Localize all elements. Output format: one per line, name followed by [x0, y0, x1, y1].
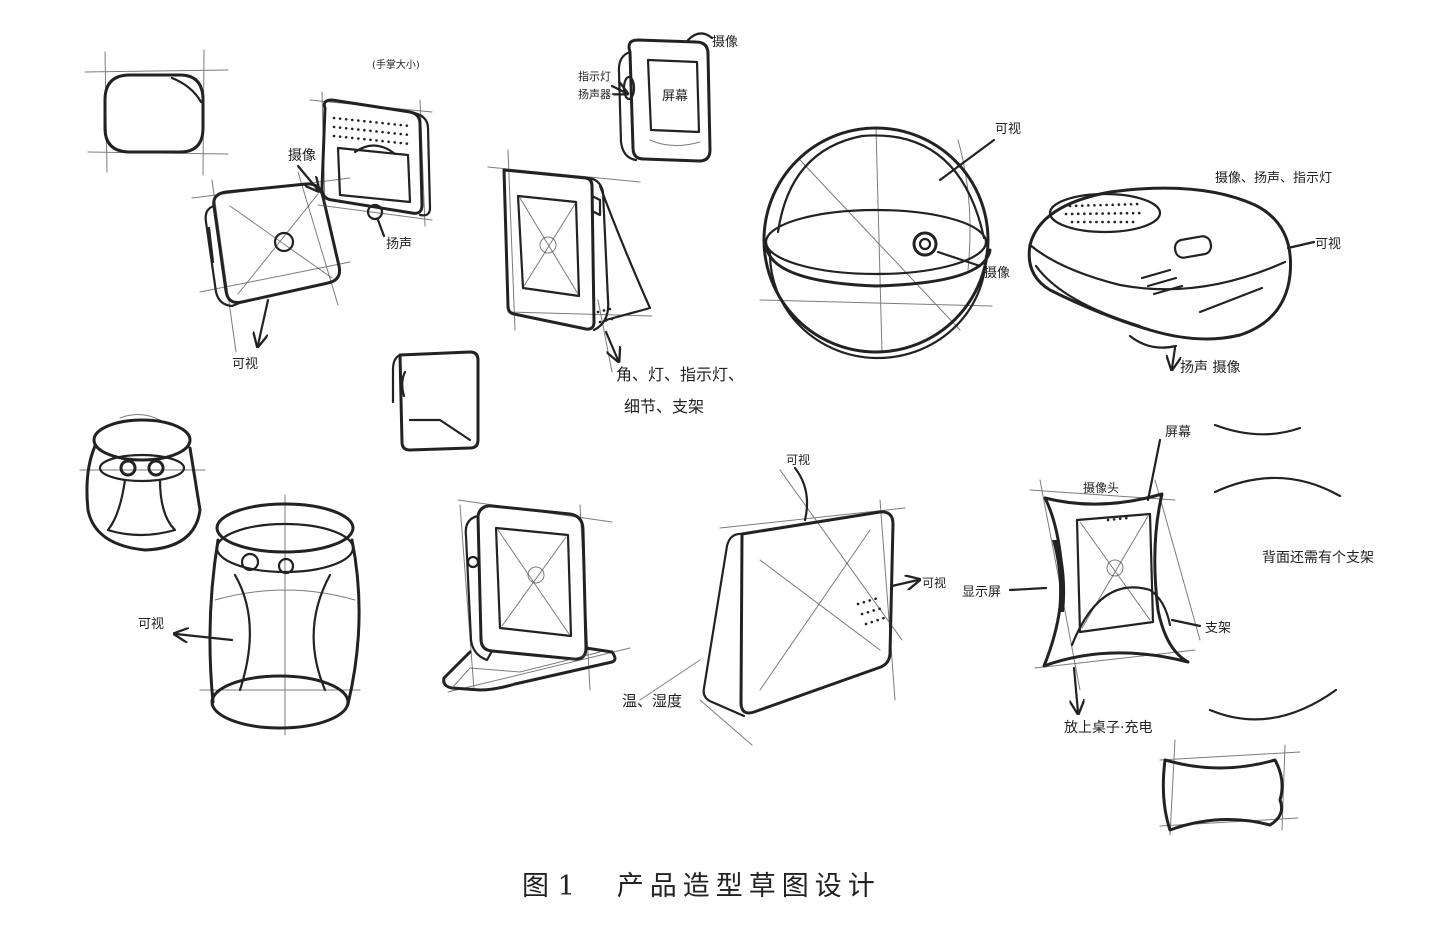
annotation-visible-4: 可视 [138, 617, 164, 632]
sketch-rounded-square [84, 49, 229, 176]
annotation-speaker-1: 扬声 [386, 237, 412, 252]
annotation-speaker-2: 扬声器 [578, 87, 611, 101]
figure-caption: 图 1 产品造型草图设计 [522, 864, 881, 903]
sketch-barrel-device [176, 494, 361, 736]
sketch-cup-device [79, 414, 206, 552]
sketch-pebble-device [1027, 186, 1316, 368]
sketch-right-partial [1159, 423, 1342, 836]
sketch-camera-back-unit [309, 91, 433, 238]
annotation-visible-2: 可视 [995, 122, 1021, 137]
annotation-screen-2: 屏幕 [1165, 425, 1191, 440]
annotation-camera-3: 摄像 [984, 266, 1010, 281]
annotation-visible-1: 可视 [232, 357, 258, 372]
annotation-visible-5: 可视 [786, 452, 810, 467]
sketch-sphere-device [759, 126, 996, 360]
annotation-palm-size: (手掌大小) [372, 58, 420, 71]
sketch-curved-frame [1008, 438, 1202, 712]
annotation-camera-4: 摄像头 [1083, 480, 1119, 495]
sketch-tilted-tablet [191, 164, 351, 353]
annotation-indicator: 指示灯 [578, 69, 611, 83]
sketch-frame-with-stand [487, 149, 653, 373]
annotation-camera-2: 摄像 [712, 35, 738, 50]
annotation-back-note: 背面还需有个支架 [1262, 550, 1374, 566]
sketch-wedge-device [639, 466, 918, 746]
annotation-bottom-note: 扬声 摄像 [1180, 360, 1240, 376]
annotation-details-1: 角、灯、指示灯、 [616, 365, 744, 384]
annotation-charge: 放上桌子·充电 [1064, 720, 1152, 736]
annotation-humidity: 温、湿度 [622, 692, 682, 710]
annotation-visible-6: 可视 [922, 575, 946, 590]
annotation-camera-1: 摄像 [288, 148, 316, 164]
annotation-visible-3: 可视 [1315, 237, 1341, 252]
annotation-display: 显示屏 [962, 585, 1001, 600]
annotation-details-2: 细节、支架 [624, 397, 704, 416]
annotation-stand: 支架 [1205, 621, 1231, 636]
figure-title: 产品造型草图设计 [616, 871, 881, 902]
annotation-features: 摄像、扬声、指示灯 [1215, 171, 1332, 186]
annotation-screen-1: 屏幕 [662, 89, 688, 104]
sketch-small-box [391, 350, 480, 452]
figure-label: 图 1 [522, 871, 575, 902]
sketch-wall-device [610, 32, 714, 163]
sketch-standing-frame [442, 499, 631, 693]
